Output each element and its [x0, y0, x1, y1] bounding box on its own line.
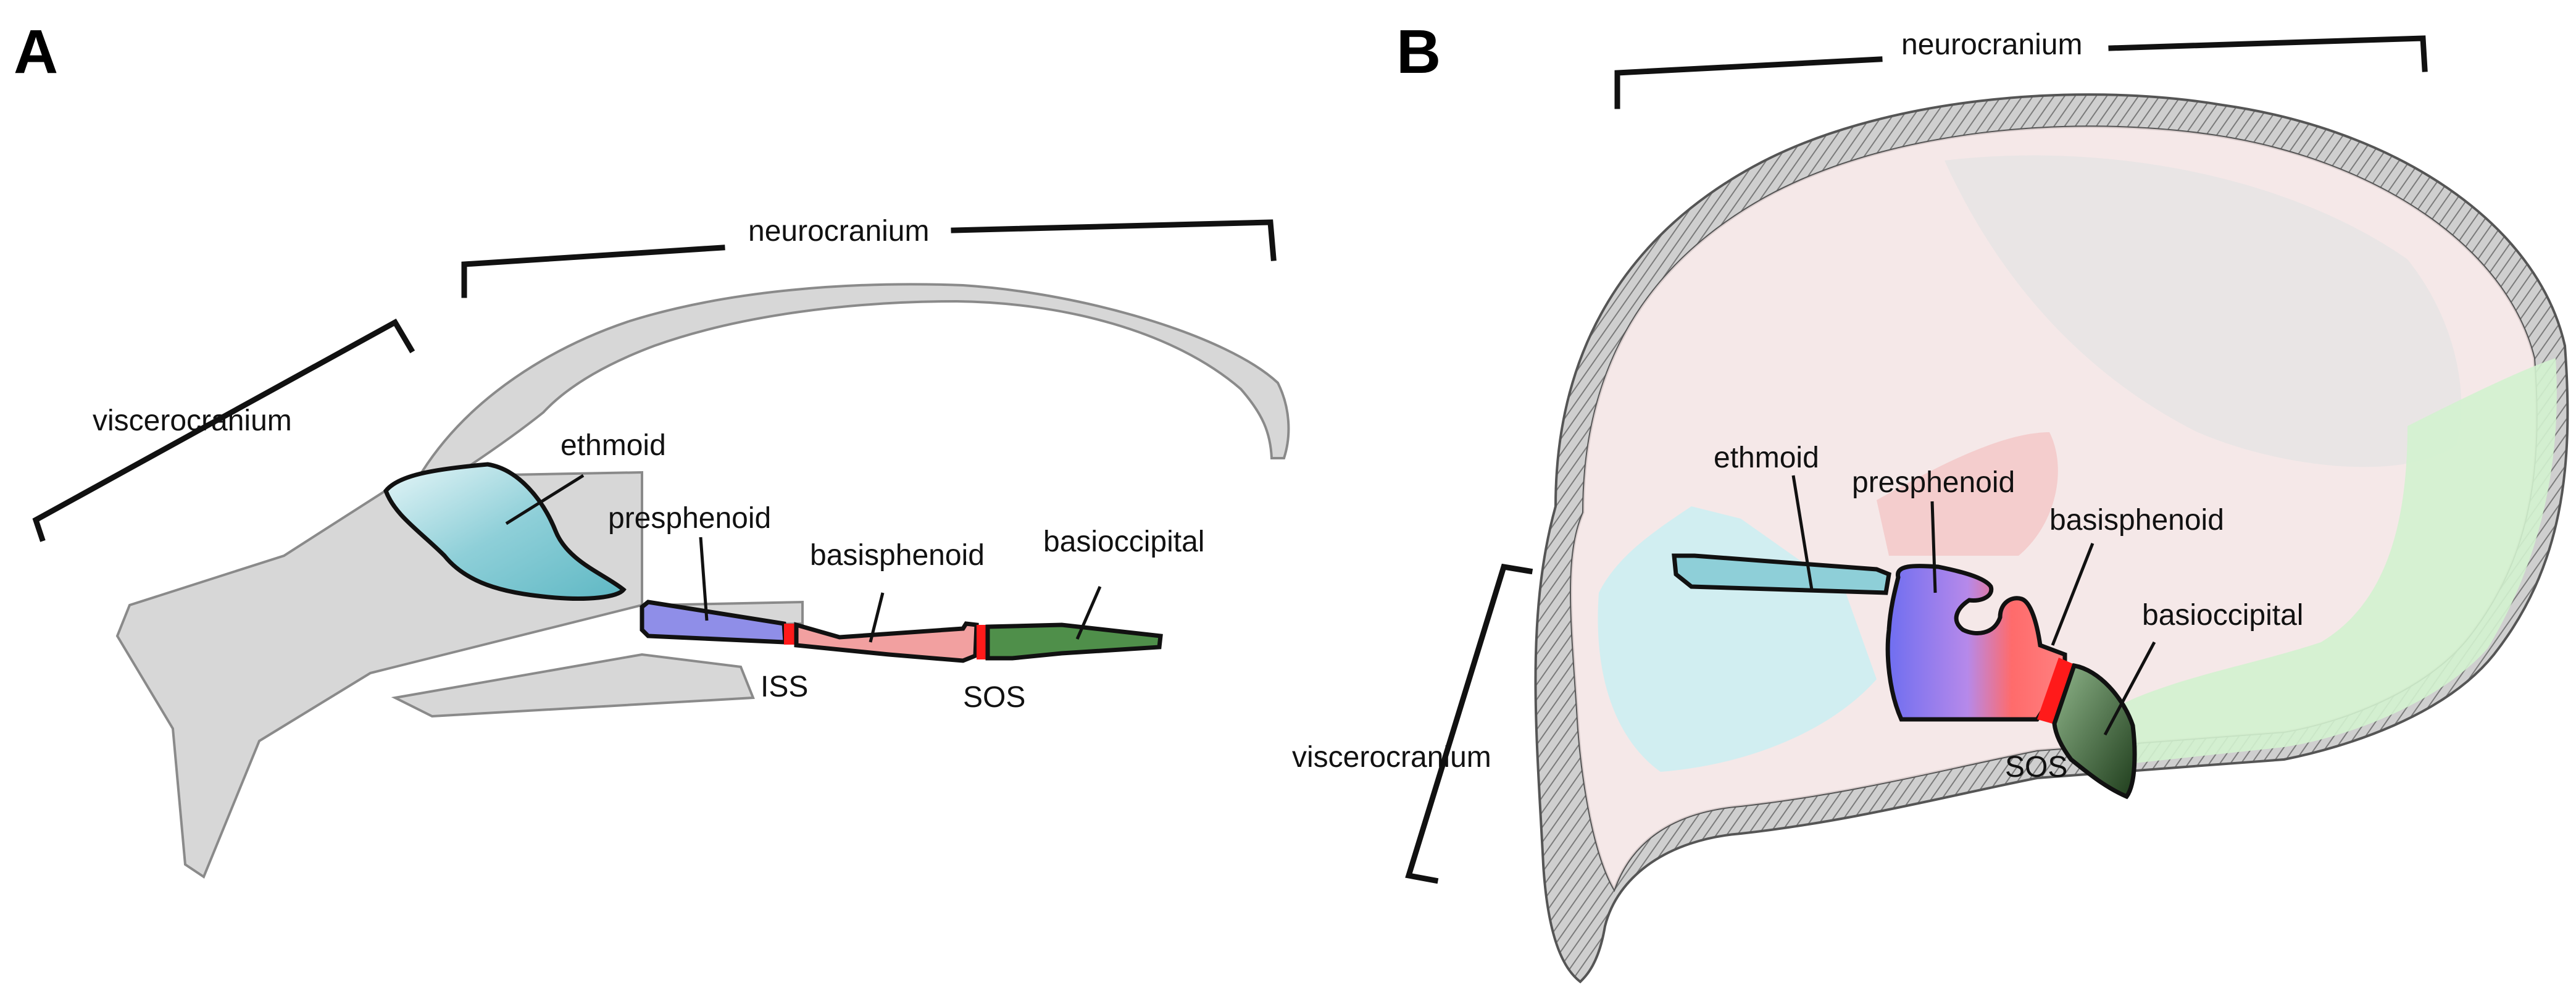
presphenoid-leader-b [1930, 501, 1937, 593]
iss-synchondrosis-a [784, 624, 796, 645]
basisphenoid-leader-b [2051, 543, 2095, 646]
basisphenoid-label-b: basisphenoid [2049, 504, 2224, 537]
ethmoid-leader-a [505, 474, 585, 525]
viscerocranium-bracket-a [32, 318, 415, 542]
viscerocranium-bracket-b [1405, 563, 1533, 884]
iss-label-a: ISS [761, 671, 808, 703]
basioccipital-bone-b [2052, 663, 2137, 800]
panel-b: B neurocranium viscerocranium ethmoid pr… [1292, 17, 2569, 984]
presphenoid-pink-shade-b [1877, 432, 2058, 556]
panel-a-label: A [14, 17, 58, 86]
ethmoid-label-a: ethmoid [561, 429, 666, 462]
ethmoid-bone-a [383, 462, 627, 601]
ethmoid-bone-b [1672, 553, 1891, 595]
sos-synchondrosis-b [2037, 658, 2073, 724]
ethmoid-leader-b [1791, 475, 1814, 590]
presphenoid-label-b: presphenoid [1852, 466, 2015, 499]
presphenoid-basisphenoid-bone-b [1885, 564, 2067, 722]
panel-a: A viscerocranium neurocranium ethmoid pr… [14, 17, 1290, 879]
sos-label-b: SOS [2005, 751, 2067, 784]
basisphenoid-bone-a [794, 621, 979, 663]
basisphenoid-leader-a [869, 592, 885, 643]
occipital-green-shade-b [2099, 358, 2557, 766]
skull-dome-shade-b [1945, 155, 2462, 467]
neurocranium-bracket-b-right [2108, 35, 2428, 72]
basioccipital-leader-b [2103, 641, 2156, 736]
presphenoid-leader-a [699, 537, 709, 621]
basioccipital-bone-a [985, 622, 1163, 661]
neurocranium-label-a: neurocranium [748, 215, 929, 248]
sos-label-a: SOS [963, 681, 1025, 714]
basisphenoid-label-a: basisphenoid [810, 539, 985, 572]
neurocranium-label-b: neurocranium [1901, 28, 2082, 61]
panel-b-label: B [1396, 17, 1441, 86]
neurocranium-bracket-a-left [461, 245, 725, 298]
neurocranium-bracket-b-left [1614, 56, 1883, 109]
basioccipital-label-b: basioccipital [2142, 599, 2303, 632]
viscerocranium-label-b: viscerocranium [1292, 741, 1491, 774]
presphenoid-label-a: presphenoid [608, 502, 771, 535]
basioccipital-leader-a [1075, 586, 1102, 640]
palate-bone-a [391, 653, 755, 718]
basioccipital-label-a: basioccipital [1043, 525, 1204, 558]
skull-vault-a [417, 283, 1290, 477]
sos-synchondrosis-a [977, 625, 988, 659]
neurocranium-bracket-a-right [951, 219, 1277, 261]
ethmoid-label-b: ethmoid [1714, 441, 1819, 474]
viscerocranium-label-a: viscerocranium [93, 404, 292, 437]
